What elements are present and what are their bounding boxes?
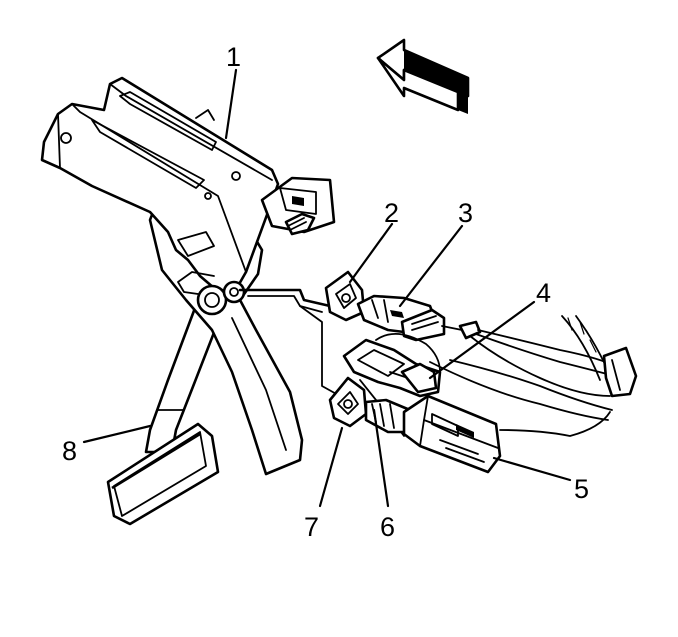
cruise-release-switch bbox=[342, 333, 442, 437]
callout-2: 2 bbox=[384, 198, 399, 228]
wiring-harness bbox=[429, 315, 638, 437]
leader-lines bbox=[82, 68, 572, 508]
pedal-bracket bbox=[40, 76, 280, 316]
switch-retainer-upper bbox=[324, 270, 366, 322]
bracket-mounted-switch bbox=[260, 176, 336, 236]
callout-6: 6 bbox=[380, 512, 395, 542]
front-direction-arrow-icon bbox=[376, 38, 470, 114]
callout-7: 7 bbox=[304, 512, 319, 542]
switch-retainer-lower bbox=[328, 376, 368, 428]
callout-1: 1 bbox=[226, 42, 241, 72]
callout-4: 4 bbox=[536, 278, 551, 308]
callout-3: 3 bbox=[458, 198, 473, 228]
installation-path-lines bbox=[238, 288, 341, 397]
callout-5: 5 bbox=[574, 474, 589, 504]
cruise-switch-module bbox=[364, 394, 502, 474]
callout-8: 8 bbox=[62, 436, 77, 466]
brake-pedal-arm bbox=[106, 298, 224, 526]
stop-lamp-switch bbox=[356, 294, 482, 342]
